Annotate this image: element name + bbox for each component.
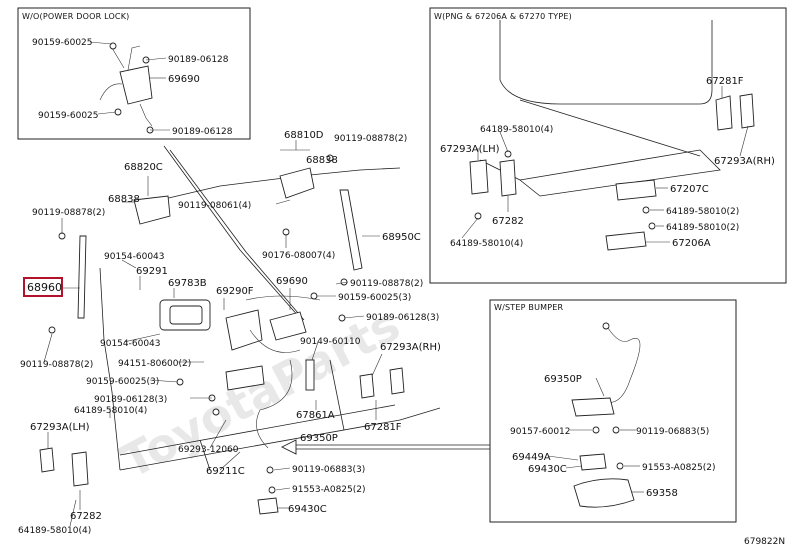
label-64189-58010[interactable]: 64189-58010(4) — [18, 526, 91, 536]
label-64189-58010[interactable]: 64189-58010(4) — [480, 125, 553, 135]
wiring-inset-drawing — [469, 20, 755, 251]
label-69291[interactable]: 69291 — [136, 266, 168, 277]
label-90119-06883[interactable]: 90119-06883(5) — [636, 427, 709, 437]
label-90154-60043[interactable]: 90154-60043 — [100, 339, 161, 349]
label-90119-08061[interactable]: 90119-08061(4) — [178, 201, 251, 211]
label-90176-08007[interactable]: 90176-08007(4) — [262, 251, 335, 261]
label-69290f[interactable]: 69290F — [216, 286, 254, 297]
label-90119-06883[interactable]: 90119-06883(3) — [292, 465, 365, 475]
diagram-code: 679822N — [744, 537, 785, 547]
label-67293a-rh[interactable]: 67293A(RH) — [714, 156, 775, 167]
label-68838[interactable]: 68838 — [306, 155, 338, 166]
header-power-door-lock: W/O(POWER DOOR LOCK) — [22, 12, 130, 21]
label-90159-60025[interactable]: 90159-60025 — [32, 38, 93, 48]
header-wiring-type: W(PNG & 67206A & 67270 TYPE) — [434, 12, 572, 21]
label-91553-a0825[interactable]: 91553-A0825(2) — [292, 485, 366, 495]
label-64189-58010[interactable]: 64189-58010(2) — [666, 207, 739, 217]
label-64189-58010[interactable]: 64189-58010(2) — [666, 223, 739, 233]
label-67293a-lh[interactable]: 67293A(LH) — [440, 144, 500, 155]
leader-lines — [43, 41, 749, 527]
label-68820c[interactable]: 68820C — [124, 162, 163, 173]
label-67281f[interactable]: 67281F — [706, 76, 744, 87]
inset-power-door-lock — [17, 7, 251, 140]
label-67206a[interactable]: 67206A — [672, 238, 711, 249]
label-94151-80600[interactable]: 94151-80600(2) — [118, 359, 191, 369]
label-90119-08878[interactable]: 90119-08878(2) — [20, 360, 93, 370]
label-90119-08878[interactable]: 90119-08878(2) — [32, 208, 105, 218]
label-90159-60025[interactable]: 90159-60025(3) — [86, 377, 159, 387]
step-bumper-drawing — [571, 322, 641, 508]
label-67282[interactable]: 67282 — [492, 216, 524, 227]
label-90154-60043[interactable]: 90154-60043 — [104, 252, 165, 262]
label-67282[interactable]: 67282 — [70, 511, 102, 522]
back-door-drawing — [39, 145, 441, 515]
label-67293a-rh[interactable]: 67293A(RH) — [380, 342, 441, 353]
label-90159-60025[interactable]: 90159-60025 — [38, 111, 99, 121]
label-69350p[interactable]: 69350P — [300, 433, 338, 444]
label-90119-08878[interactable]: 90119-08878(2) — [334, 134, 407, 144]
label-69690[interactable]: 69690 — [168, 74, 200, 85]
inset-step-bumper — [489, 299, 737, 523]
highlight-box — [23, 277, 63, 297]
label-90189-06128[interactable]: 90189-06128(3) — [94, 395, 167, 405]
label-69430c[interactable]: 69430C — [288, 504, 327, 515]
label-64189-58010[interactable]: 64189-58010(4) — [74, 406, 147, 416]
inset-wiring-type — [429, 7, 787, 284]
label-90119-08878[interactable]: 90119-08878(2) — [350, 279, 423, 289]
header-step-bumper: W/STEP BUMPER — [494, 303, 564, 312]
label-64189-58010[interactable]: 64189-58010(4) — [450, 239, 523, 249]
reference-arrow — [280, 439, 490, 455]
label-67207c[interactable]: 67207C — [670, 184, 709, 195]
label-69690[interactable]: 69690 — [276, 276, 308, 287]
label-69449a[interactable]: 69449A — [512, 452, 551, 463]
label-68950c[interactable]: 68950C — [382, 232, 421, 243]
label-67293a-lh[interactable]: 67293A(LH) — [30, 422, 90, 433]
part-labels: 90159-60025 90189-06128 69690 90159-6002… — [18, 38, 775, 536]
label-68810d[interactable]: 68810D — [284, 130, 324, 141]
label-90189-06128[interactable]: 90189-06128 — [168, 55, 229, 65]
label-69358[interactable]: 69358 — [646, 488, 678, 499]
label-90189-06128[interactable]: 90189-06128 — [172, 127, 233, 137]
highlight-part-number[interactable]: 68960 — [27, 281, 62, 294]
label-91553-a0825[interactable]: 91553-A0825(2) — [642, 463, 716, 473]
label-90189-06128[interactable]: 90189-06128(3) — [366, 313, 439, 323]
label-69783b[interactable]: 69783B — [168, 278, 207, 289]
label-69211c[interactable]: 69211C — [206, 466, 245, 477]
label-69293-12060[interactable]: 69293-12060 — [178, 445, 239, 455]
label-67861a[interactable]: 67861A — [296, 410, 335, 421]
label-69350p[interactable]: 69350P — [544, 374, 582, 385]
label-90159-60025[interactable]: 90159-60025(3) — [338, 293, 411, 303]
lock-actuator-drawing — [99, 42, 154, 134]
label-90157-60012[interactable]: 90157-60012 — [510, 427, 571, 437]
label-67281f[interactable]: 67281F — [364, 422, 402, 433]
label-69430c[interactable]: 69430C — [528, 464, 567, 475]
label-68838[interactable]: 68838 — [108, 194, 140, 205]
label-90149-60110[interactable]: 90149-60110 — [300, 337, 361, 347]
